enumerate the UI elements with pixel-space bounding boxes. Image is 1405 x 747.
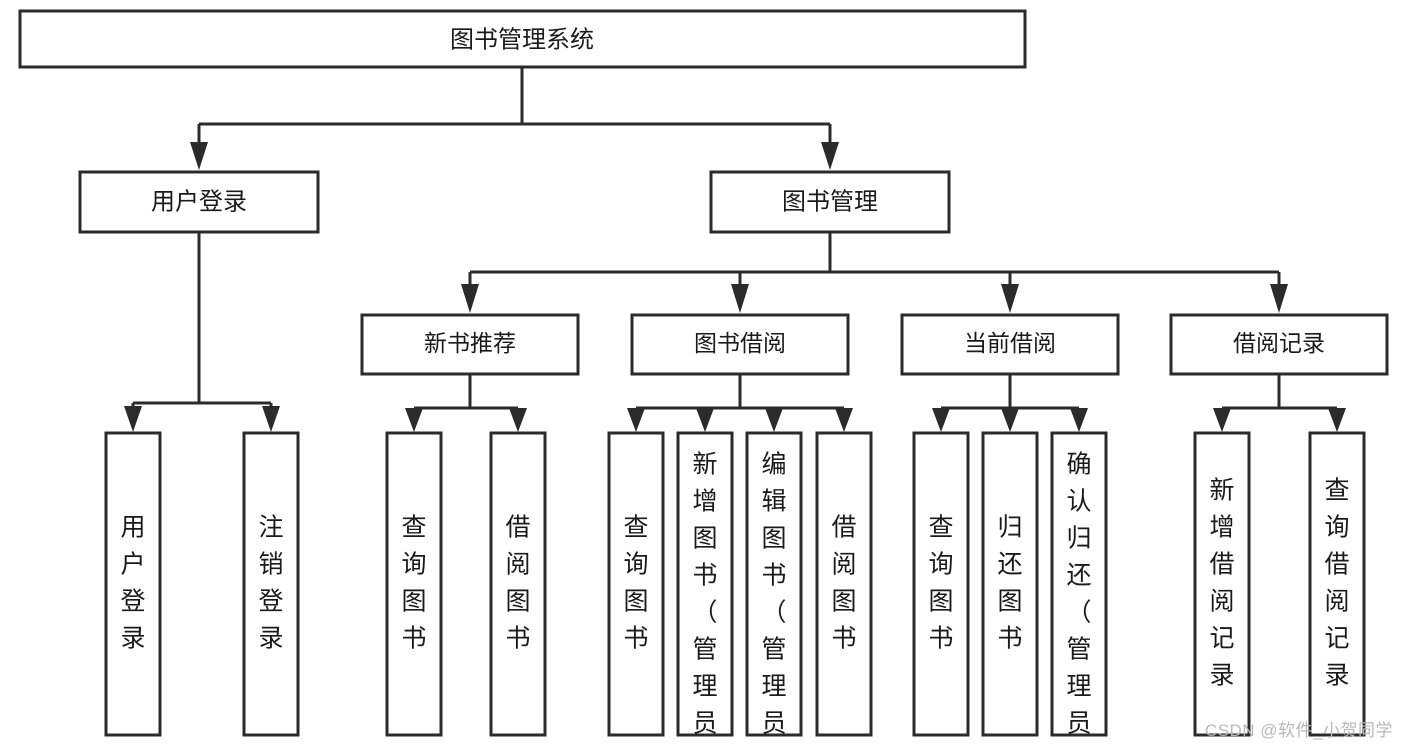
root-node[interactable]: 图书管理系统 bbox=[18, 9, 1027, 69]
arrow-head-new-book-recommendation bbox=[461, 284, 479, 313]
root-node-box[interactable] bbox=[18, 9, 1027, 69]
arrow-head-br-leaf-1 bbox=[1213, 408, 1231, 432]
leaf-return-book-label: 归还图书 bbox=[997, 513, 1022, 652]
node-current-borrow[interactable]: 当前借阅 bbox=[900, 313, 1120, 376]
leaf-return-book[interactable]: 归还图书 bbox=[981, 431, 1039, 737]
leaf-query-book-box[interactable] bbox=[912, 431, 970, 737]
node-borrow-record-label: 借阅记录 bbox=[1233, 330, 1325, 356]
leaf-add-book-admin[interactable]: 新增图书（管理员） bbox=[676, 431, 734, 747]
leaf-add-borrow-record-label: 新增借阅记录 bbox=[1209, 476, 1234, 689]
leaf-edit-book-admin[interactable]: 编辑图书（管理员） bbox=[745, 431, 803, 747]
csdn-watermark: CSDN @软件_小贺同学 bbox=[1204, 721, 1393, 740]
leaf-edit-book-admin-label: 编辑图书（管理员） bbox=[761, 450, 786, 747]
arrow-head-bb-leaf-1 bbox=[627, 408, 645, 432]
node-user-login-label: 用户登录 bbox=[151, 188, 247, 215]
arrow-head-cb-leaf-1 bbox=[932, 408, 950, 432]
leaf-add-borrow-record[interactable]: 新增借阅记录 bbox=[1193, 431, 1251, 737]
leaf-user-login[interactable]: 用户登录 bbox=[104, 431, 162, 737]
arrow-head-bb-leaf-3 bbox=[765, 408, 783, 432]
leaf-query-book-label: 查询图书 bbox=[928, 513, 953, 652]
leaf-borrow-book-box[interactable] bbox=[489, 431, 547, 737]
leaf-query-book-box[interactable] bbox=[385, 431, 443, 737]
leaf-add-book-admin-box[interactable] bbox=[676, 431, 734, 737]
arrow-head-bb-leaf-4 bbox=[835, 408, 853, 432]
root-node-label: 图书管理系统 bbox=[450, 26, 594, 53]
leaf-borrow-book[interactable]: 借阅图书 bbox=[489, 431, 547, 737]
arrow-head-borrow-record bbox=[1270, 284, 1288, 313]
connector-group-user-login bbox=[124, 232, 280, 432]
leaf-add-book-admin-label: 新增图书（管理员） bbox=[692, 450, 717, 747]
connector-group-book-borrow bbox=[627, 374, 853, 432]
node-user-login-box[interactable] bbox=[78, 170, 320, 234]
node-book-management-box[interactable] bbox=[709, 170, 951, 234]
leaf-logout-label: 注销登录 bbox=[258, 513, 283, 652]
leaf-user-login-box[interactable] bbox=[104, 431, 162, 737]
arrow-head-leaf-logout bbox=[262, 406, 280, 432]
leaf-confirm-return-admin-box[interactable] bbox=[1050, 431, 1108, 737]
leaf-query-book-label: 查询图书 bbox=[401, 513, 426, 652]
leaf-borrow-book[interactable]: 借阅图书 bbox=[815, 431, 873, 737]
leaf-borrow-book-box[interactable] bbox=[815, 431, 873, 737]
connector-group-current-borrow bbox=[932, 374, 1088, 432]
leaf-query-book-label: 查询图书 bbox=[623, 513, 648, 652]
leaf-query-book[interactable]: 查询图书 bbox=[607, 431, 665, 737]
node-new-book-recommendation-box[interactable] bbox=[360, 313, 580, 376]
node-book-borrow-box[interactable] bbox=[630, 313, 850, 376]
leaf-query-book[interactable]: 查询图书 bbox=[912, 431, 970, 737]
node-new-book-recommendation[interactable]: 新书推荐 bbox=[360, 313, 580, 376]
leaf-return-book-box[interactable] bbox=[981, 431, 1039, 737]
arrow-head-bb-leaf-2 bbox=[696, 408, 714, 432]
node-book-management-label: 图书管理 bbox=[782, 188, 878, 215]
leaf-query-borrow-record-label: 查询借阅记录 bbox=[1324, 476, 1349, 689]
leaf-node-layer: 用户登录 注销登录 查询图书 借阅图书 查询图书 新增图书（管理员） 编辑图书（管理员） 借阅… bbox=[104, 431, 1366, 747]
arrow-head-leaf-user-login bbox=[124, 406, 142, 432]
leaf-borrow-book-label: 借阅图书 bbox=[831, 513, 856, 652]
node-book-borrow-label: 图书借阅 bbox=[694, 330, 786, 356]
node-user-login[interactable]: 用户登录 bbox=[78, 170, 320, 234]
node-borrow-record[interactable]: 借阅记录 bbox=[1169, 313, 1389, 376]
node-book-borrow[interactable]: 图书借阅 bbox=[630, 313, 850, 376]
arrow-head-cb-leaf-3 bbox=[1070, 408, 1088, 432]
leaf-confirm-return-admin-label: 确认归还（管理员） bbox=[1066, 450, 1091, 747]
leaf-logout[interactable]: 注销登录 bbox=[242, 431, 300, 737]
arrow-head-nbr-leaf-1 bbox=[405, 408, 423, 432]
leaf-query-book[interactable]: 查询图书 bbox=[385, 431, 443, 737]
leaf-add-borrow-record-box[interactable] bbox=[1193, 431, 1251, 737]
arrow-head-user-login bbox=[190, 142, 208, 170]
arrow-head-br-leaf-2 bbox=[1328, 408, 1346, 432]
leaf-user-login-label: 用户登录 bbox=[120, 513, 145, 652]
leaf-borrow-book-label: 借阅图书 bbox=[505, 513, 530, 652]
leaf-edit-book-admin-box[interactable] bbox=[745, 431, 803, 737]
connector-group-book-mgmt bbox=[461, 232, 1288, 313]
node-borrow-record-box[interactable] bbox=[1169, 313, 1389, 376]
connector-group-root bbox=[190, 67, 839, 170]
arrow-head-book-borrow bbox=[731, 284, 749, 313]
leaf-confirm-return-admin[interactable]: 确认归还（管理员） bbox=[1050, 431, 1108, 747]
leaf-query-borrow-record-box[interactable] bbox=[1308, 431, 1366, 737]
connector-group-borrow-record bbox=[1213, 374, 1346, 432]
node-current-borrow-label: 当前借阅 bbox=[964, 330, 1056, 356]
leaf-logout-box[interactable] bbox=[242, 431, 300, 737]
arrow-head-nbr-leaf-2 bbox=[509, 408, 527, 432]
arrow-head-cb-leaf-2 bbox=[1001, 408, 1019, 432]
node-current-borrow-box[interactable] bbox=[900, 313, 1120, 376]
connector-group-new-book-recommendation bbox=[405, 374, 527, 432]
node-book-management[interactable]: 图书管理 bbox=[709, 170, 951, 234]
arrow-head-book-mgmt bbox=[821, 142, 839, 170]
arrow-head-current-borrow bbox=[1001, 284, 1019, 313]
leaf-query-borrow-record[interactable]: 查询借阅记录 bbox=[1308, 431, 1366, 737]
leaf-query-book-box[interactable] bbox=[607, 431, 665, 737]
node-new-book-recommendation-label: 新书推荐 bbox=[424, 330, 516, 356]
